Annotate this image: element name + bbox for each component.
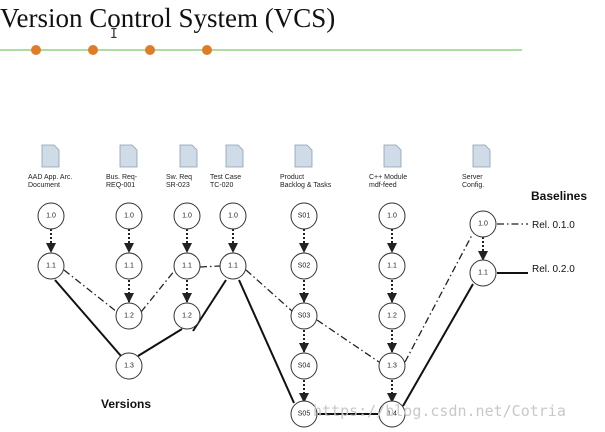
doc-label: REQ-001 <box>106 182 135 189</box>
version-node <box>378 202 406 230</box>
rel-010-label: Rel. 0.1.0 <box>532 220 575 231</box>
version-node <box>469 210 497 238</box>
node-label: 1.1 <box>182 263 192 270</box>
node-label: 1.2 <box>182 313 192 320</box>
slide-title: Version Control System (VCS) <box>0 3 336 33</box>
doc-label: SR-023 <box>166 182 190 189</box>
node-label: S01 <box>298 213 311 220</box>
baseline-rel-020 <box>54 272 528 415</box>
node-label: 1.1 <box>46 263 56 270</box>
version-node <box>290 202 318 230</box>
version-node <box>378 302 406 330</box>
node-label: 1.0 <box>228 213 238 220</box>
node-label: 1.0 <box>124 213 134 220</box>
version-node <box>115 352 143 380</box>
baseline-rel-010 <box>63 223 528 363</box>
node-label: 1.1 <box>124 263 134 270</box>
node-label: 1.3 <box>387 363 397 370</box>
doc-label: AAD App. Arc. <box>28 174 72 181</box>
document-icon <box>383 144 402 168</box>
document-icon <box>472 144 491 168</box>
node-label: 1.2 <box>124 313 134 320</box>
doc-label: Test Case <box>210 174 241 181</box>
version-node <box>115 202 143 230</box>
bullet-dot <box>145 45 155 55</box>
rel-020-label: Rel. 0.2.0 <box>532 264 575 275</box>
node-label: 1.0 <box>46 213 56 220</box>
node-label: 1.0 <box>387 213 397 220</box>
version-node <box>219 252 247 280</box>
document-icon <box>41 144 60 168</box>
document-icon <box>179 144 198 168</box>
text-cursor-icon: I <box>110 27 118 42</box>
bullet-dot <box>88 45 98 55</box>
baselines-label: Baselines <box>531 189 587 203</box>
version-node <box>173 302 201 330</box>
version-node <box>378 352 406 380</box>
version-node <box>378 252 406 280</box>
version-node <box>290 302 318 330</box>
version-node <box>37 202 65 230</box>
node-label: 1.0 <box>478 221 488 228</box>
doc-label: C++ Module <box>369 174 407 181</box>
node-label: 1.4 <box>387 411 397 418</box>
node-label: 1.1 <box>478 270 488 277</box>
document-icon <box>119 144 138 168</box>
node-label: 1.3 <box>124 363 134 370</box>
node-label: S04 <box>298 363 311 370</box>
doc-label: Config. <box>462 182 484 189</box>
bullet-dot <box>202 45 212 55</box>
doc-label: Bus. Req- <box>106 174 138 181</box>
node-label: 1.1 <box>387 263 397 270</box>
doc-label: Server <box>462 174 483 181</box>
version-node <box>115 252 143 280</box>
doc-label: Product <box>280 174 304 181</box>
node-label: 1.0 <box>182 213 192 220</box>
node-label: S03 <box>298 313 311 320</box>
version-node <box>469 259 497 287</box>
version-node <box>290 400 318 428</box>
node-label: S02 <box>298 263 311 270</box>
version-node <box>290 352 318 380</box>
version-node <box>219 202 247 230</box>
version-nodes <box>37 202 497 428</box>
doc-label: Document <box>28 182 60 189</box>
version-node <box>37 252 65 280</box>
watermark: https://blog.csdn.net/Cotria <box>313 402 566 420</box>
document-icon <box>294 144 313 168</box>
doc-label: Sw. Req <box>166 174 192 181</box>
versions-label: Versions <box>101 397 151 411</box>
version-node <box>290 252 318 280</box>
document-icons <box>41 144 491 168</box>
node-label: 1.1 <box>228 263 238 270</box>
version-node <box>378 400 406 428</box>
document-icon <box>225 144 244 168</box>
node-label: 1.2 <box>387 313 397 320</box>
node-label: S05 <box>298 411 311 418</box>
doc-label: Backlog & Tasks <box>280 182 332 189</box>
doc-label: TC-020 <box>210 182 233 189</box>
bullet-dot <box>31 45 41 55</box>
doc-label: mdf-feed <box>369 182 397 189</box>
version-node <box>115 302 143 330</box>
version-node <box>173 252 201 280</box>
version-node <box>173 202 201 230</box>
